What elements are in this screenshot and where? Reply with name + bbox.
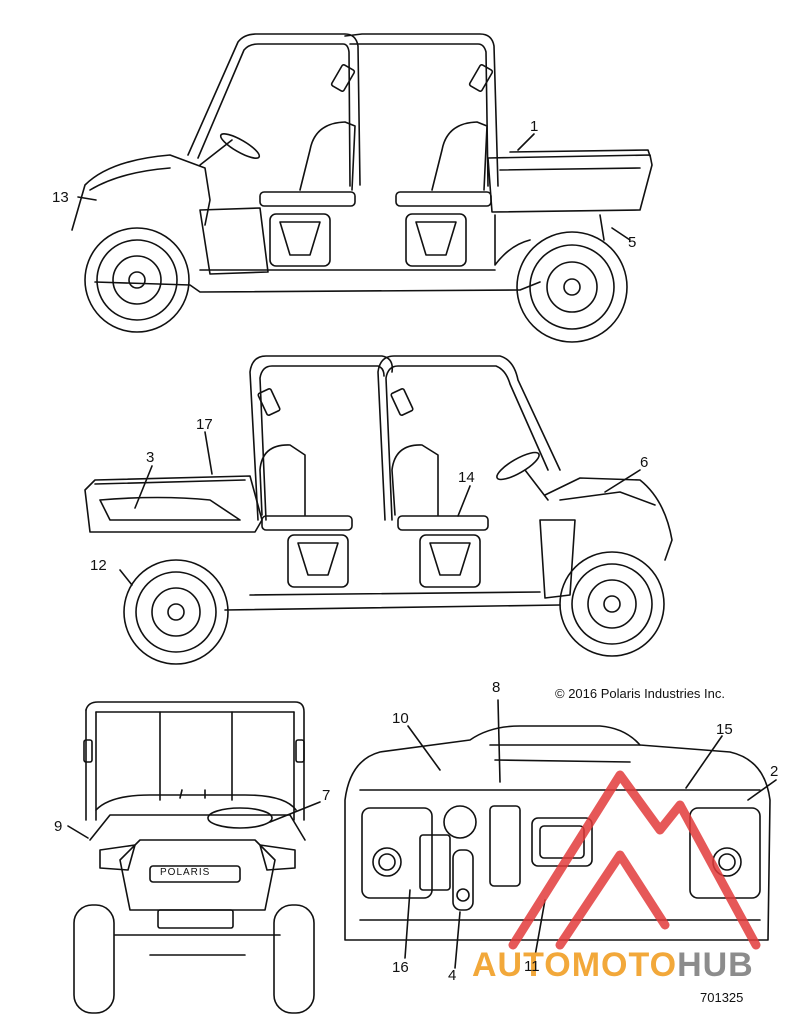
callout-15: 15 bbox=[716, 721, 733, 738]
callout-14: 14 bbox=[458, 469, 475, 486]
callout-10: 10 bbox=[392, 710, 409, 727]
watermark-part2: HUB bbox=[677, 946, 754, 984]
part-number: 701325 bbox=[700, 990, 744, 1005]
callout-13: 13 bbox=[52, 189, 69, 206]
watermark-logo: AUTOMOTOHUB bbox=[472, 946, 754, 985]
callout-1: 1 bbox=[530, 118, 539, 135]
watermark-triangle bbox=[508, 770, 761, 950]
front-view bbox=[67, 701, 321, 1014]
callout-4: 4 bbox=[448, 967, 457, 984]
callout-8: 8 bbox=[492, 679, 501, 696]
callout-9: 9 bbox=[54, 818, 63, 835]
callout-3: 3 bbox=[146, 449, 155, 466]
callout-7: 7 bbox=[322, 787, 331, 804]
side-view-left bbox=[71, 33, 653, 343]
watermark-part1: AUTOMOTO bbox=[472, 946, 678, 984]
callout-6: 6 bbox=[640, 454, 649, 471]
callout-5: 5 bbox=[628, 234, 637, 251]
callout-12: 12 bbox=[90, 557, 107, 574]
dashboard-view bbox=[344, 699, 777, 969]
grille-badge: POLARIS bbox=[160, 867, 211, 878]
callout-11: 11 bbox=[524, 958, 540, 975]
copyright-text: © 2016 Polaris Industries Inc. bbox=[555, 686, 725, 701]
side-view-right bbox=[84, 355, 673, 665]
callout-2: 2 bbox=[770, 763, 779, 780]
callout-17: 17 bbox=[196, 416, 213, 433]
callout-16: 16 bbox=[392, 959, 409, 976]
